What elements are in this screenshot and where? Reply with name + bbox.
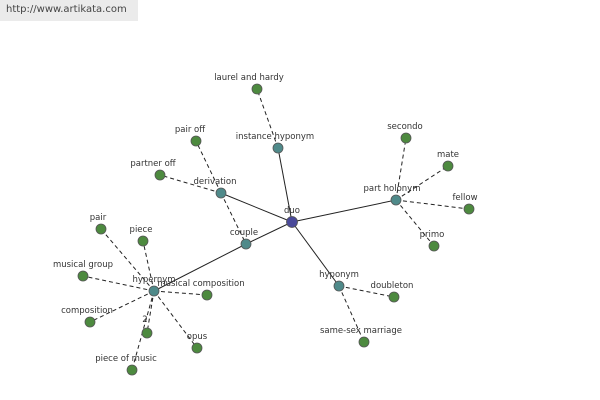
node-hypernym[interactable]: hypernym — [132, 275, 176, 297]
node-part-holonym[interactable]: part holonym — [364, 184, 421, 206]
node-dot[interactable] — [240, 238, 252, 250]
node-label: same-sex marriage — [320, 326, 402, 336]
node-mate[interactable]: mate — [437, 150, 459, 172]
node-label: duo — [284, 206, 300, 216]
node-composition[interactable]: composition — [61, 306, 113, 328]
node-dot[interactable] — [201, 289, 213, 301]
node-laurel-and-hardy[interactable]: laurel and hardy — [214, 73, 284, 95]
node-dot[interactable] — [148, 285, 160, 297]
edge-hypernym-musical_group — [82, 275, 155, 292]
edge-instance_hyponym-laurel_and_hardy — [256, 88, 279, 149]
node-label: primo — [420, 230, 445, 240]
node-label: couple — [230, 228, 258, 238]
edge-part_holonym-fellow — [395, 199, 470, 210]
edge-derivation-pair_off — [195, 140, 222, 194]
node-pair[interactable]: pair — [90, 213, 107, 235]
edge-couple-hypernym — [153, 243, 247, 292]
node-dot[interactable] — [251, 83, 263, 95]
edge-duo-couple — [245, 221, 293, 245]
node-couple[interactable]: couple — [230, 228, 258, 250]
node-label: part holonym — [364, 184, 421, 194]
node-fellow[interactable]: fellow — [452, 193, 478, 215]
node-label: piece — [130, 225, 153, 235]
node-dot[interactable] — [190, 135, 202, 147]
node-pair-off[interactable]: pair off — [175, 125, 206, 147]
node-label: 2 — [142, 315, 147, 325]
node-dot[interactable] — [358, 336, 370, 348]
edge-duo-part_holonym — [291, 199, 397, 223]
edge-hypernym-musical_composition — [153, 290, 208, 296]
node-dot[interactable] — [215, 187, 227, 199]
node-two[interactable]: 2 — [141, 315, 153, 339]
edge-part_holonym-secondo — [395, 137, 407, 201]
node-dot[interactable] — [137, 235, 149, 247]
node-duo[interactable]: duo — [284, 206, 300, 228]
node-label: composition — [61, 306, 113, 316]
edge-derivation-partner_off — [159, 174, 222, 194]
node-label: fellow — [452, 193, 477, 203]
node-derivation[interactable]: derivation — [193, 177, 237, 199]
edge-duo-instance_hyponym — [277, 147, 293, 223]
node-dot[interactable] — [141, 327, 153, 339]
edge-hypernym-piece — [142, 240, 155, 292]
graph-edges — [82, 88, 470, 371]
node-dot[interactable] — [154, 169, 166, 181]
node-dot[interactable] — [95, 223, 107, 235]
node-label: doubleton — [371, 281, 414, 291]
node-label: mate — [437, 150, 459, 160]
node-dot[interactable] — [442, 160, 454, 172]
edge-derivation-couple — [220, 192, 247, 245]
node-label: pair off — [175, 125, 206, 135]
node-label: partner off — [130, 159, 176, 169]
edge-hypernym-composition — [89, 290, 155, 323]
node-dot[interactable] — [390, 194, 402, 206]
node-doubleton[interactable]: doubleton — [371, 281, 414, 303]
node-primo[interactable]: primo — [420, 230, 445, 252]
node-dot[interactable] — [84, 316, 96, 328]
source-url[interactable]: http://www.artikata.com — [0, 0, 138, 21]
node-dot[interactable] — [191, 342, 203, 354]
node-opus[interactable]: opus — [187, 332, 208, 354]
node-hyponym-right[interactable]: hyponym — [319, 270, 359, 292]
edge-duo-hyponym_right — [291, 221, 340, 287]
edge-hyponym_right-same_sex_marriage — [338, 285, 365, 343]
node-label: pair — [90, 213, 107, 223]
node-dot[interactable] — [286, 216, 298, 228]
edge-hyponym_right-doubleton — [338, 285, 395, 298]
edge-part_holonym-mate — [395, 165, 449, 201]
edge-duo-derivation — [220, 192, 293, 223]
node-piece[interactable]: piece — [130, 225, 153, 247]
node-same-sex-marriage[interactable]: same-sex marriage — [320, 326, 402, 348]
node-instance-hyponym[interactable]: instance hyponym — [236, 132, 314, 154]
node-label: instance hyponym — [236, 132, 314, 142]
edge-hypernym-opus — [153, 290, 198, 349]
node-label: opus — [187, 332, 208, 342]
node-dot[interactable] — [463, 203, 475, 215]
node-dot[interactable] — [428, 240, 440, 252]
node-secondo[interactable]: secondo — [387, 122, 423, 144]
node-musical-composition[interactable]: musical composition — [157, 279, 245, 301]
node-musical-group[interactable]: musical group — [53, 260, 113, 282]
node-piece-of-music[interactable]: piece of music — [95, 354, 157, 376]
node-dot[interactable] — [333, 280, 345, 292]
node-label: hypernym — [132, 275, 175, 285]
node-label: piece of music — [95, 354, 157, 364]
node-dot[interactable] — [388, 291, 400, 303]
edge-part_holonym-primo — [395, 199, 435, 247]
node-dot[interactable] — [272, 142, 284, 154]
node-dot[interactable] — [77, 270, 89, 282]
node-dot[interactable] — [126, 364, 138, 376]
node-label: musical group — [53, 260, 113, 270]
node-label: secondo — [387, 122, 423, 132]
node-partner-off[interactable]: partner off — [130, 159, 177, 181]
node-label: laurel and hardy — [214, 73, 284, 83]
edge-hypernym-two — [146, 290, 155, 334]
node-label: derivation — [193, 177, 236, 187]
node-dot[interactable] — [400, 132, 412, 144]
graph-nodes: duo couple derivation instance hyponym part … — [53, 73, 478, 376]
node-label: musical composition — [157, 279, 244, 289]
node-label: hyponym — [319, 270, 359, 280]
